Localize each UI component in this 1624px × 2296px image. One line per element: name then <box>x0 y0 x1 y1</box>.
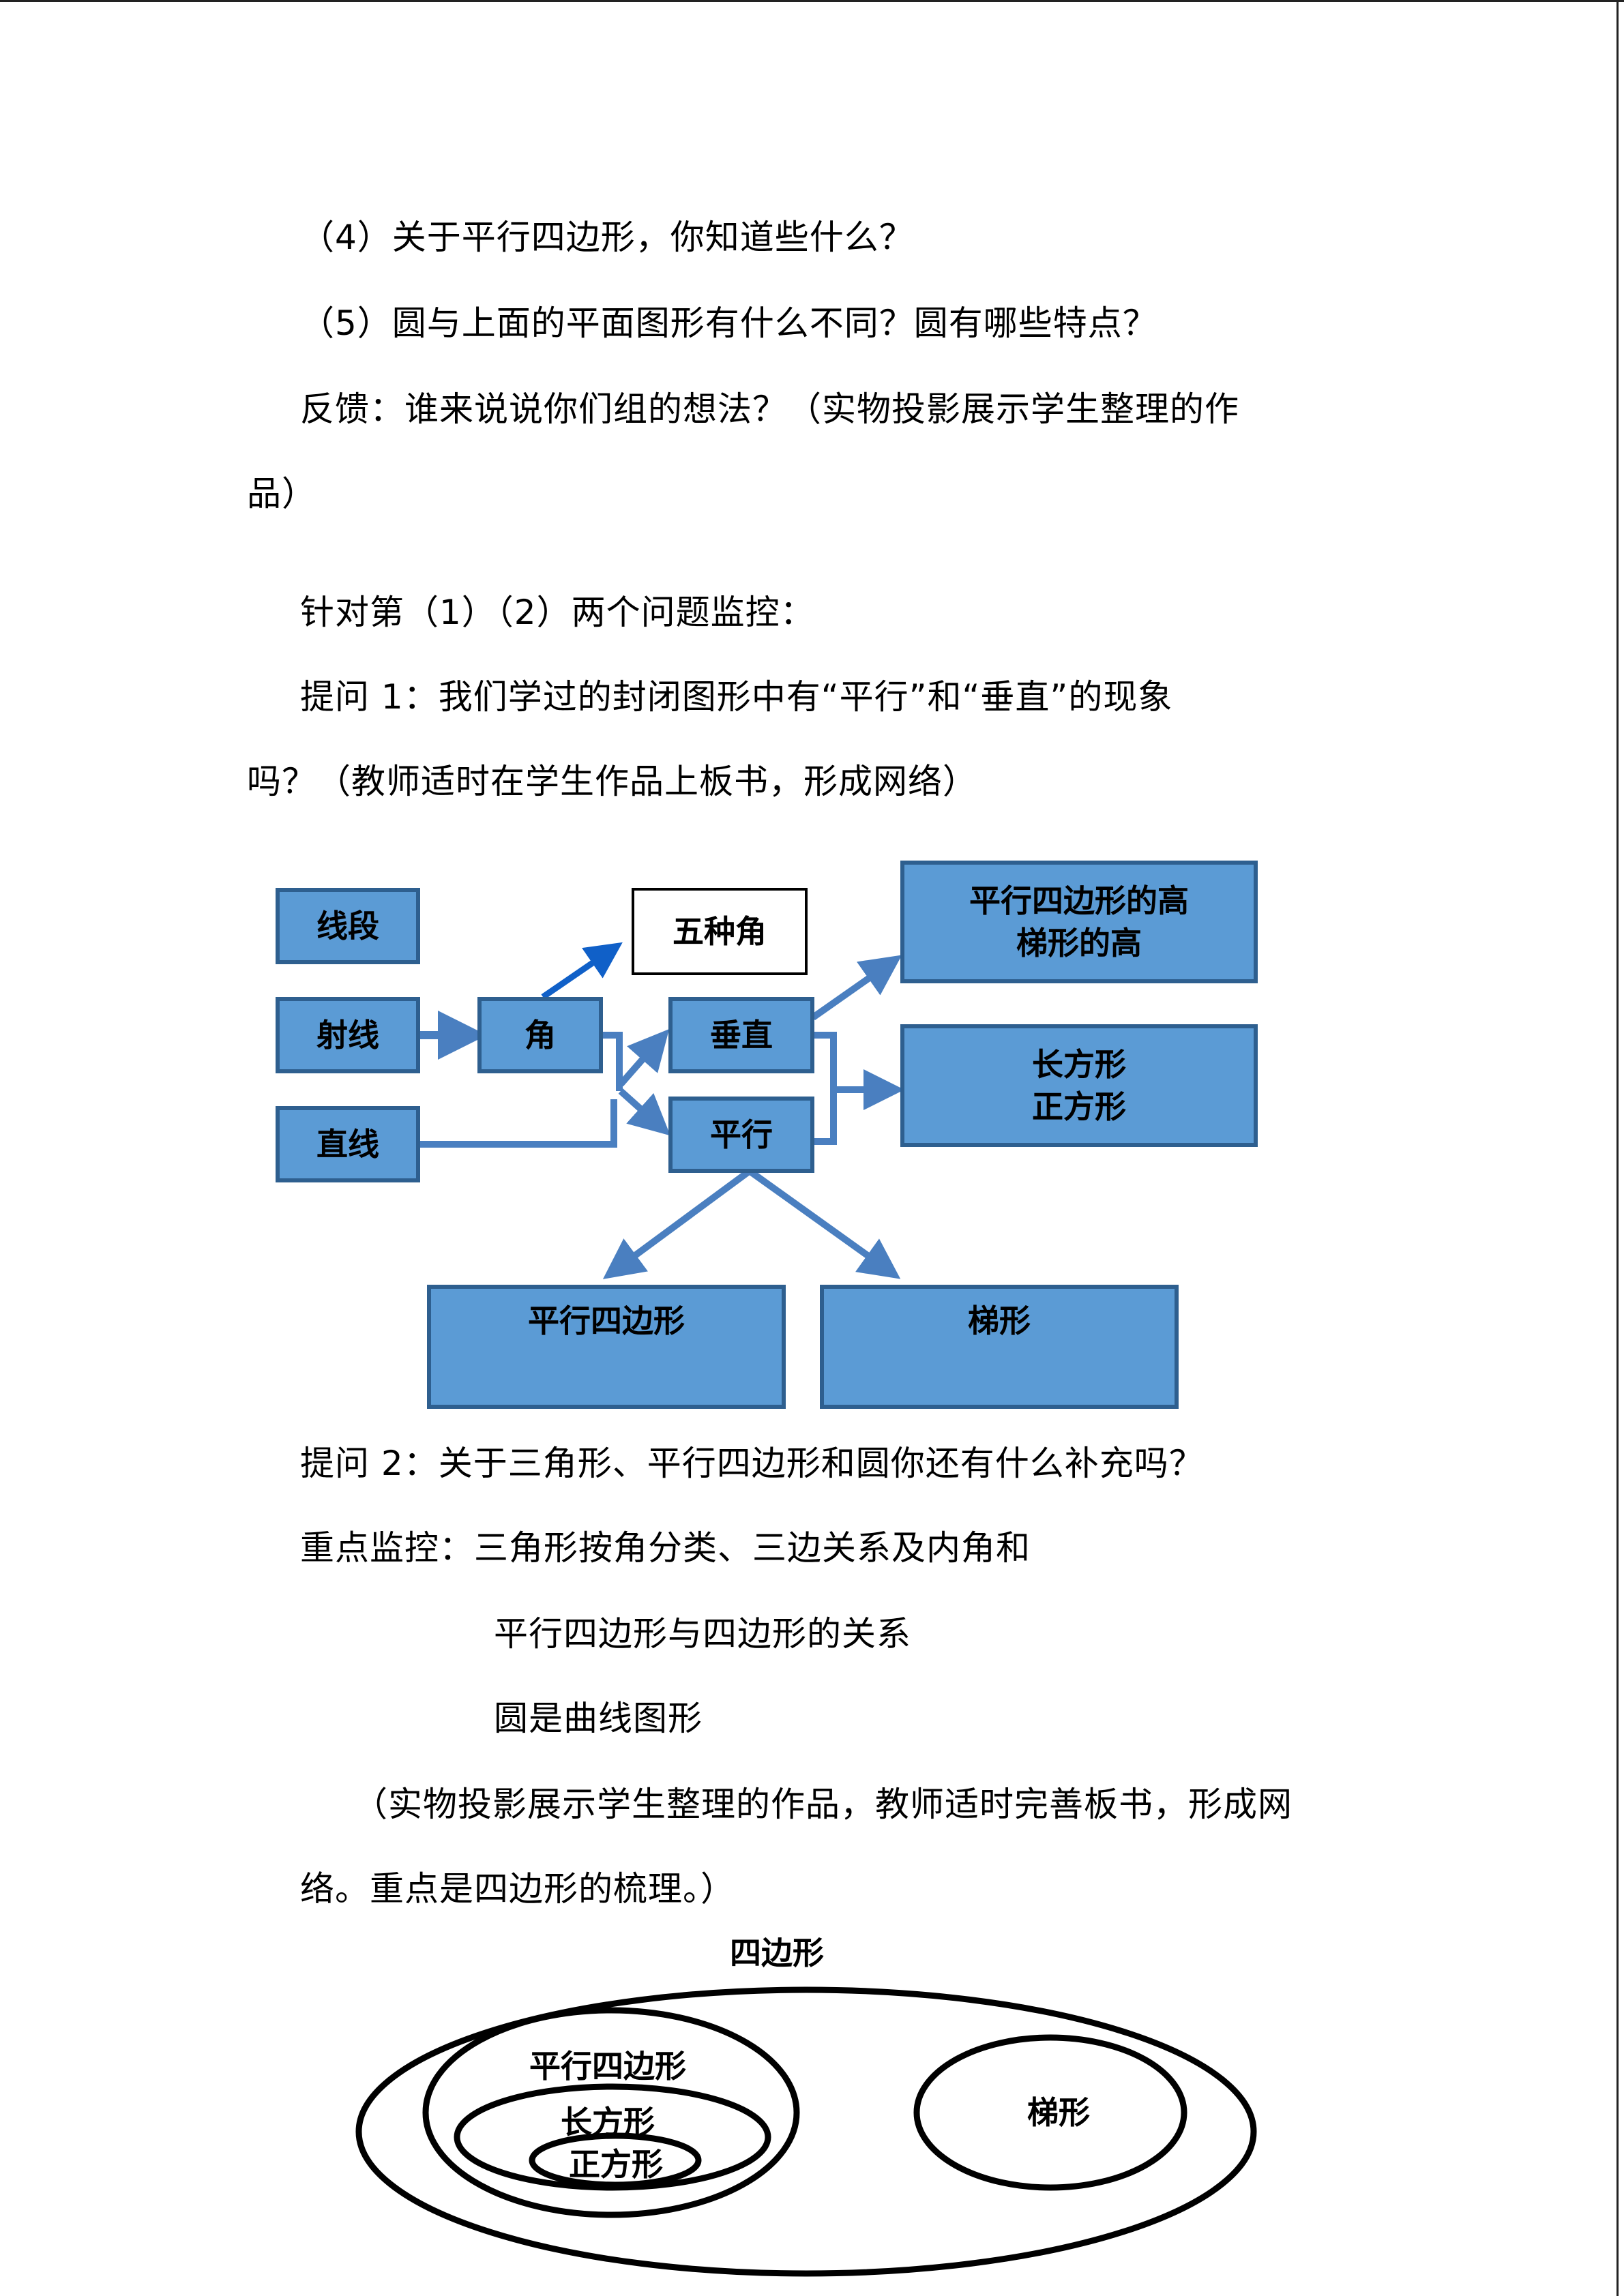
square-ellipse <box>529 2132 702 2188</box>
arrow-to-trapezoid <box>748 1168 901 1279</box>
quadrilateral-ellipse <box>355 1986 1257 2277</box>
venn-title: 四边形 <box>730 1935 824 1971</box>
box-segment: 线段 <box>276 888 420 964</box>
venn-rectangle-label: 长方形 <box>561 2104 655 2141</box>
box-line: 直线 <box>276 1106 420 1182</box>
parallelogram-ellipse <box>422 2007 800 2218</box>
box-parallel: 平行 <box>668 1097 814 1173</box>
key-monitor-3: 圆是曲线图形 <box>494 1699 703 1738</box>
heights-line-1: 平行四边形的高 <box>969 882 1189 919</box>
right-border <box>1616 0 1619 2296</box>
projection-line-2: 络。重点是四边形的梳理。） <box>300 1869 735 1909</box>
question-2: 提问 2：关于三角形、平行四边形和圆你还有什么补充吗？ <box>300 1444 1204 1483</box>
heights-line-2: 梯形的高 <box>1016 925 1142 961</box>
trapezoid-ellipse <box>913 2034 1187 2191</box>
box-heights: 平行四边形的高 梯形的高 <box>900 861 1258 983</box>
venn-parallelogram-label: 平行四边形 <box>529 2048 686 2085</box>
box-trapezoid: 梯形 <box>820 1285 1179 1409</box>
question-1-line-1: 提问 1：我们学过的封闭图形中有“平行”和“垂直”的现象 <box>300 677 1173 717</box>
question-5: （5）圆与上面的平面图形有什么不同？圆有哪些特点？ <box>300 303 1157 343</box>
arrow-to-parallel <box>618 1088 670 1136</box>
square-label: 正方形 <box>1032 1088 1126 1125</box>
question-4: （4）关于平行四边形，你知道些什么？ <box>300 218 914 257</box>
top-border <box>0 0 1624 2</box>
box-angle: 角 <box>477 997 603 1073</box>
monitor-q12: 针对第（1）（2）两个问题监控： <box>300 593 815 632</box>
projection-line-1: （实物投影展示学生整理的作品，教师适时完善板书，形成网 <box>353 1785 1293 1824</box>
key-monitor-2: 平行四边形与四边形的关系 <box>494 1614 911 1654</box>
box-perpendicular: 垂直 <box>668 997 814 1073</box>
venn-trapezoid-label: 梯形 <box>1027 2094 1090 2131</box>
arrow-to-parallelogram <box>602 1168 751 1279</box>
box-rectangle-square: 长方形 正方形 <box>900 1024 1258 1147</box>
connector-angle <box>600 1032 623 1091</box>
key-monitor: 重点监控：三角形按角分类、三边关系及内角和 <box>300 1528 1031 1568</box>
feedback-line-2: 品） <box>247 474 316 513</box>
venn-square-label: 正方形 <box>569 2146 663 2183</box>
box-parallelogram: 平行四边形 <box>427 1285 786 1409</box>
feedback-line-1: 反馈：谁来说说你们组的想法？（实物投影展示学生整理的作 <box>300 389 1239 429</box>
question-1-line-2: 吗？（教师适时在学生作品上板书，形成网络） <box>247 762 977 801</box>
box-ray: 射线 <box>276 997 420 1073</box>
box-five-angles: 五种角 <box>632 888 808 975</box>
arrow-to-perpendicular <box>618 1028 670 1087</box>
arrow-angle-to-five-angles <box>541 942 623 1000</box>
arrow-perpendicular-to-heights <box>811 955 902 1021</box>
connector-line <box>420 1099 617 1148</box>
rectangle-label: 长方形 <box>1032 1046 1126 1083</box>
